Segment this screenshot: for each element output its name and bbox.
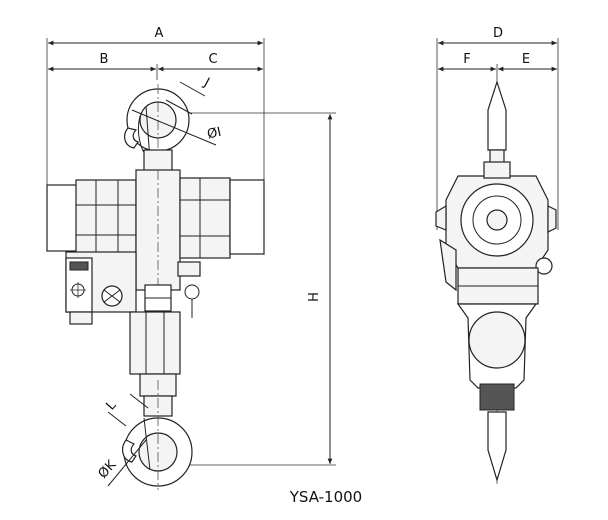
top-hook (124, 84, 190, 161)
dim-label-l: L (103, 397, 120, 413)
bottom-hook (122, 380, 193, 490)
dim-label-c: C (208, 52, 217, 67)
dim-label-i: ØI (206, 125, 223, 143)
dimension-lines-side (436, 38, 559, 230)
dimension-lines-front (46, 38, 265, 185)
dim-label-h: H (307, 292, 322, 302)
dim-label-e: E (522, 52, 530, 67)
front-view: J ØI (46, 75, 265, 490)
dim-label-f: F (463, 52, 470, 67)
side-view (435, 78, 557, 485)
dim-label-a: A (155, 26, 164, 41)
dim-label-j: J (201, 75, 212, 91)
dim-label-k: ØK (96, 457, 120, 481)
dim-label-b: B (100, 52, 109, 67)
dim-label-d: D (493, 26, 503, 41)
model-caption: YSA-1000 (289, 488, 362, 506)
dimension-line-height (168, 112, 336, 466)
